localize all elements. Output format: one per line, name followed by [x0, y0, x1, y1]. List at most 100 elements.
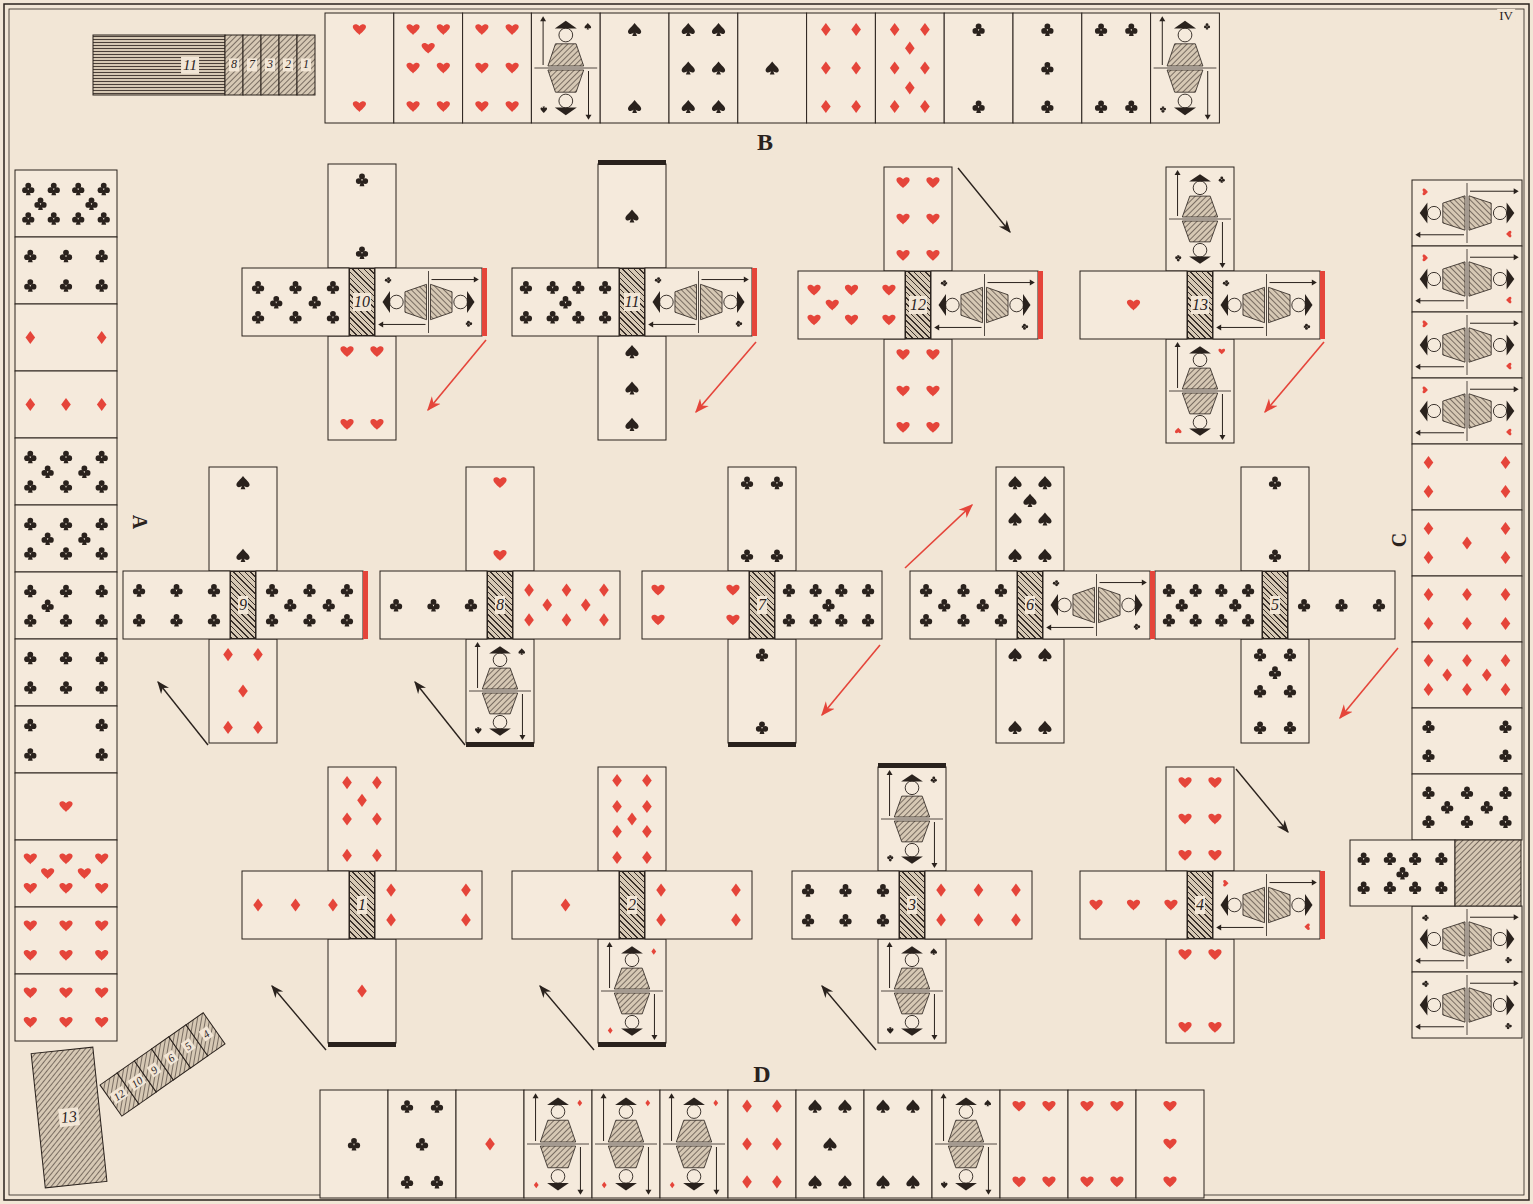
suit-pip	[802, 914, 814, 927]
suit-pip	[24, 585, 36, 598]
suit-pip	[390, 599, 402, 612]
court-figure	[1099, 587, 1121, 622]
suit-pip	[745, 484, 750, 489]
suit-pip	[813, 621, 818, 626]
suit-pip	[839, 884, 851, 897]
court-figure	[559, 94, 573, 108]
suit-pip	[24, 518, 36, 531]
court-figure	[619, 1105, 633, 1119]
suit-pip	[435, 1107, 440, 1112]
playing-card	[463, 13, 532, 123]
suit-pip	[24, 883, 37, 894]
suit-pip	[1384, 852, 1396, 865]
suit-pip	[352, 1145, 357, 1150]
court-figure	[894, 968, 929, 989]
suit-pip	[28, 554, 33, 559]
court-figure	[941, 1146, 992, 1195]
suit-pip	[1462, 536, 1472, 549]
suit-pip	[1053, 580, 1059, 586]
suit-pip	[957, 584, 969, 597]
court-figure	[1216, 324, 1221, 330]
suit-pip	[550, 318, 555, 323]
suit-pip	[24, 950, 37, 961]
suit-pip	[1462, 654, 1472, 667]
suit-pip	[42, 600, 54, 613]
court-figure	[1415, 381, 1518, 441]
suit-pip	[1409, 852, 1421, 865]
court-figure	[1049, 627, 1093, 628]
court-figure	[1169, 170, 1231, 268]
court-figure	[1174, 21, 1196, 29]
court-figure	[1469, 922, 1491, 956]
suit-pip	[766, 61, 779, 74]
court-figure	[1030, 280, 1035, 286]
court-figure	[1175, 342, 1181, 347]
suit-pip	[1110, 1177, 1123, 1188]
suit-pip	[60, 451, 72, 464]
playing-card	[380, 571, 487, 639]
court-figure	[1189, 346, 1211, 353]
suit-pip	[835, 584, 847, 597]
suit-pip	[95, 920, 108, 931]
playing-card	[598, 767, 666, 871]
playing-card	[600, 13, 669, 123]
suit-pip	[1219, 621, 1224, 626]
suit-pip	[524, 583, 534, 596]
suit-pip	[670, 1182, 675, 1189]
suit-pip	[896, 177, 909, 188]
suit-pip	[1377, 606, 1382, 611]
suit-pip	[1219, 591, 1224, 596]
suit-pip	[493, 477, 506, 488]
suit-pip	[561, 898, 571, 911]
suit-pip	[1358, 882, 1370, 895]
playing-card	[1136, 1090, 1204, 1198]
suit-pip	[24, 920, 37, 931]
suit-pip	[96, 279, 108, 292]
suit-pip	[98, 212, 110, 225]
playing-card	[645, 268, 752, 336]
suit-pip	[406, 24, 419, 35]
court-figure	[1073, 587, 1095, 622]
suit-pip	[475, 101, 488, 112]
suit-pip	[76, 190, 81, 195]
suit-pip	[475, 63, 488, 74]
suit-pip	[356, 246, 368, 259]
suit-pip	[926, 250, 939, 261]
court-figure	[1419, 1026, 1464, 1027]
suit-pip	[96, 719, 108, 732]
suit-pip	[742, 1137, 752, 1150]
suit-pip	[293, 318, 298, 323]
court-figure	[671, 1096, 672, 1141]
suit-pip	[1503, 728, 1508, 733]
court-figure	[601, 942, 663, 1040]
court-figure	[1443, 922, 1465, 956]
suit-pip	[976, 108, 981, 113]
court-figure	[1415, 189, 1465, 238]
suit-pip	[1462, 536, 1472, 549]
suit-pip	[1242, 584, 1254, 597]
court-figure	[1207, 71, 1208, 116]
court-figure	[1507, 928, 1515, 949]
suit-pip	[835, 614, 847, 627]
suit-pip	[926, 422, 939, 433]
court-figure	[431, 277, 479, 327]
playing-card	[878, 939, 946, 1043]
court-figure	[701, 277, 749, 327]
suit-pip	[576, 288, 581, 293]
playing-card	[209, 467, 277, 571]
suit-pip	[775, 557, 780, 562]
suit-pip	[612, 774, 622, 787]
playing-card	[1000, 1090, 1068, 1198]
court-figure	[905, 843, 919, 857]
playing-card	[598, 164, 666, 268]
suit-pip	[76, 219, 81, 224]
suit-pip	[542, 598, 552, 611]
playing-card	[512, 871, 619, 939]
court-figure	[614, 968, 649, 989]
court-figure	[1493, 272, 1506, 285]
suit-pip	[406, 63, 419, 74]
suit-pip	[340, 346, 353, 357]
suit-pip	[1413, 889, 1418, 894]
court-figure	[1514, 386, 1519, 392]
suit-pip	[1099, 108, 1104, 113]
